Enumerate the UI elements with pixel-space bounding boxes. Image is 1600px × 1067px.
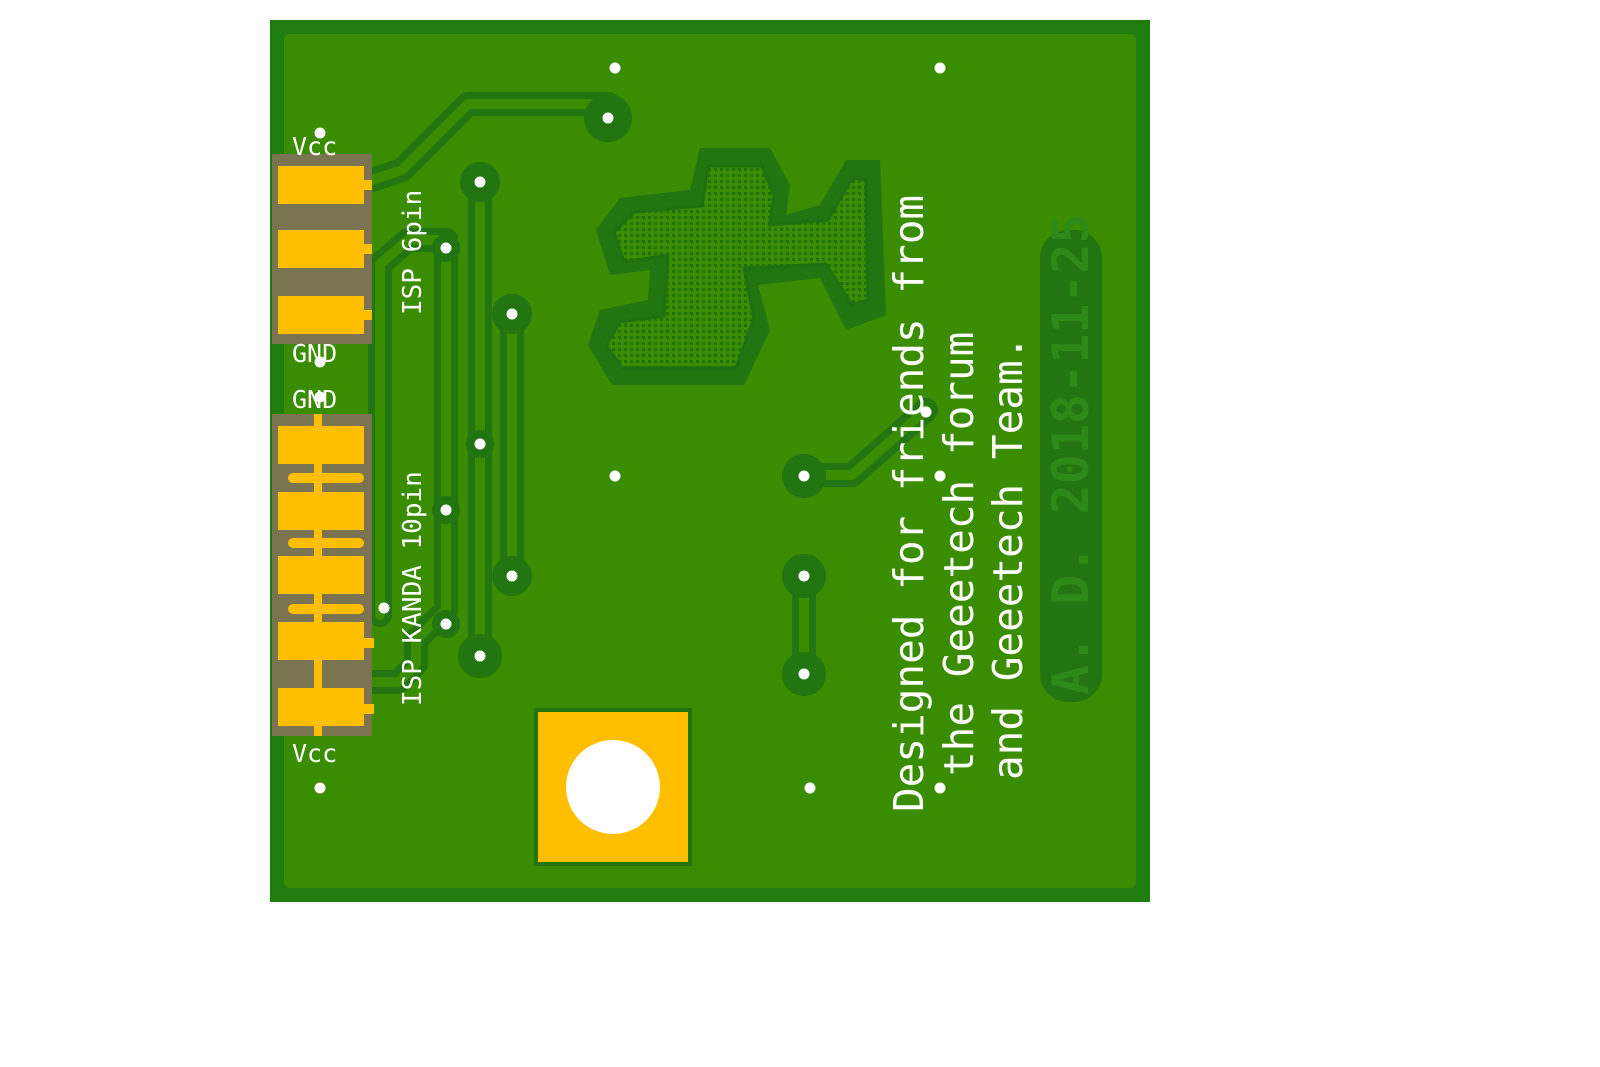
- date-silkscreen-group: A. D. 2018-11-25: [1040, 213, 1102, 702]
- copper-pour: [284, 34, 1136, 888]
- isp-6pin-header: [272, 154, 372, 344]
- designed-line-1: Designed for friends from: [885, 195, 933, 812]
- mounting-hole-icon: [534, 708, 692, 866]
- vcc-top-label: Vcc: [292, 132, 337, 161]
- date-label: A. D. 2018-11-25: [1042, 213, 1100, 695]
- pin-pad[interactable]: [278, 230, 364, 268]
- designed-line-3: and Geeetech Team.: [984, 336, 1032, 780]
- vias: [314, 62, 946, 794]
- isp-kanda-10pin-label: ISP KANDA 10pin: [398, 471, 428, 706]
- designed-line-2: the Geeetech forum: [935, 332, 983, 776]
- gnd-upper-label: GND: [292, 339, 337, 368]
- gnd-lower-label: GND: [292, 385, 337, 414]
- vcc-bottom-label: Vcc: [292, 739, 337, 768]
- lizard-logo-icon: [588, 148, 886, 385]
- pin-pad[interactable]: [278, 296, 364, 334]
- isp-6pin-label: ISP 6pin: [398, 190, 428, 315]
- pin-pad[interactable]: [278, 166, 364, 204]
- isp-kanda-10pin-header: [272, 414, 374, 736]
